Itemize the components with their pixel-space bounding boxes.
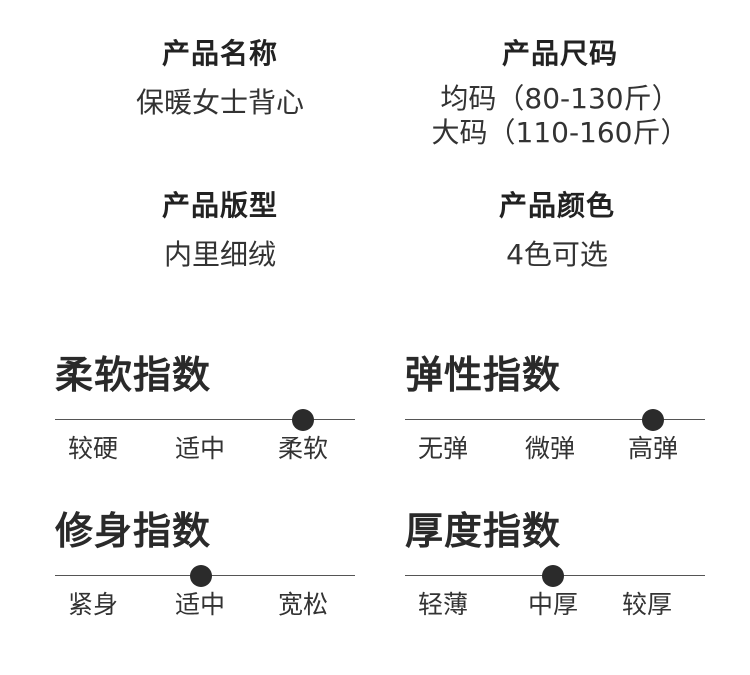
thickness-level-2: 中厚 <box>527 590 579 619</box>
elasticity-level-3: 高弹 <box>627 434 679 463</box>
product-fit-label: 产品版型 <box>161 189 278 222</box>
elasticity-level-2: 微弹 <box>524 434 576 463</box>
fit-level-3: 宽松 <box>277 590 329 619</box>
size-option-large: 大码（110-160斤） <box>431 116 689 149</box>
softness-index-title: 柔软指数 <box>55 353 212 397</box>
elasticity-level-1: 无弹 <box>417 434 469 463</box>
fit-index: 修身指数 紧身 适中 宽松 <box>55 508 355 624</box>
product-size-block: 产品尺码 均码（80-130斤） 大码（110-160斤） <box>420 36 700 150</box>
thickness-indicator-dot <box>542 565 564 587</box>
softness-level-2: 适中 <box>174 434 226 463</box>
elasticity-index: 弹性指数 无弹 微弹 高弹 <box>405 352 705 468</box>
softness-scale: 较硬 适中 柔软 <box>55 408 355 468</box>
product-color-block: 产品颜色 4色可选 <box>432 188 682 274</box>
softness-track <box>55 419 355 420</box>
product-fit-block: 产品版型 内里细绒 <box>95 188 345 274</box>
product-name-label: 产品名称 <box>161 37 278 70</box>
fit-level-1: 紧身 <box>67 590 119 619</box>
fit-level-2: 适中 <box>174 590 226 619</box>
thickness-level-3: 较厚 <box>621 590 673 619</box>
fit-scale: 紧身 适中 宽松 <box>55 564 355 624</box>
softness-level-1: 较硬 <box>67 434 119 463</box>
product-name-block: 产品名称 保暖女士背心 <box>95 36 345 122</box>
thickness-level-1: 轻薄 <box>417 590 469 619</box>
elasticity-indicator-dot <box>642 409 664 431</box>
elasticity-scale: 无弹 微弹 高弹 <box>405 408 705 468</box>
product-fit-value: 内里细绒 <box>163 238 276 271</box>
thickness-index-title: 厚度指数 <box>405 509 562 553</box>
softness-indicator-dot <box>292 409 314 431</box>
product-color-value: 4色可选 <box>506 238 608 271</box>
product-name-value: 保暖女士背心 <box>135 86 304 119</box>
elasticity-track <box>405 419 705 420</box>
thickness-index: 厚度指数 轻薄 中厚 较厚 <box>405 508 705 624</box>
product-size-label: 产品尺码 <box>501 37 618 70</box>
product-size-values: 均码（80-130斤） 大码（110-160斤） <box>420 82 700 150</box>
softness-level-3: 柔软 <box>277 434 329 463</box>
elasticity-index-title: 弹性指数 <box>405 353 562 397</box>
softness-index: 柔软指数 较硬 适中 柔软 <box>55 352 355 468</box>
fit-index-title: 修身指数 <box>55 509 212 553</box>
size-option-regular: 均码（80-130斤） <box>440 82 680 115</box>
thickness-scale: 轻薄 中厚 较厚 <box>405 564 705 624</box>
product-color-label: 产品颜色 <box>498 189 615 222</box>
fit-indicator-dot <box>190 565 212 587</box>
